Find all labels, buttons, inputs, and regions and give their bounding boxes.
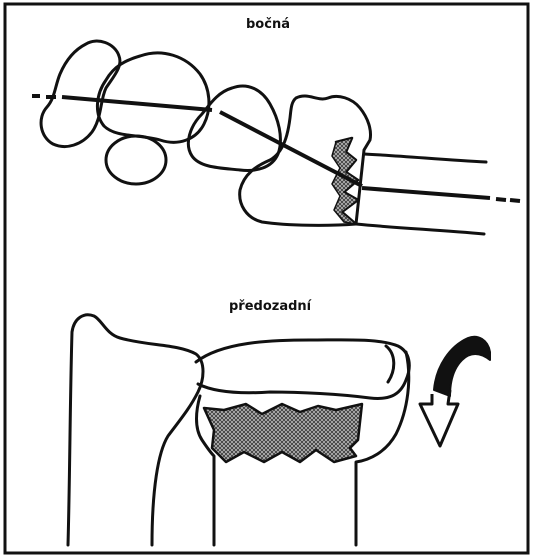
axis-dash-right (496, 199, 506, 200)
lateral-view (41, 41, 486, 234)
long-bone-lower-line (356, 224, 484, 234)
long-bone-upper-line (364, 154, 486, 162)
axis-segment-1 (62, 97, 212, 110)
fracture-ap-fill (204, 404, 362, 462)
bone-left-tall (68, 315, 203, 545)
arrow-curl (434, 337, 490, 396)
axis-dash-right-2 (510, 200, 520, 201)
bone-cap-inner-line (386, 346, 394, 382)
arrow-shaft (420, 390, 458, 446)
ap-view-label: předozadní (229, 299, 311, 314)
axis-line (32, 96, 520, 201)
axis-segment-3 (362, 188, 490, 198)
outer-border (5, 4, 528, 553)
bone-small-oval (106, 136, 166, 184)
bone-right-cup (356, 352, 409, 545)
lateral-view-label: bočná (246, 17, 290, 32)
bone-upper-cap (196, 340, 409, 399)
curved-down-arrow-icon (420, 337, 490, 446)
